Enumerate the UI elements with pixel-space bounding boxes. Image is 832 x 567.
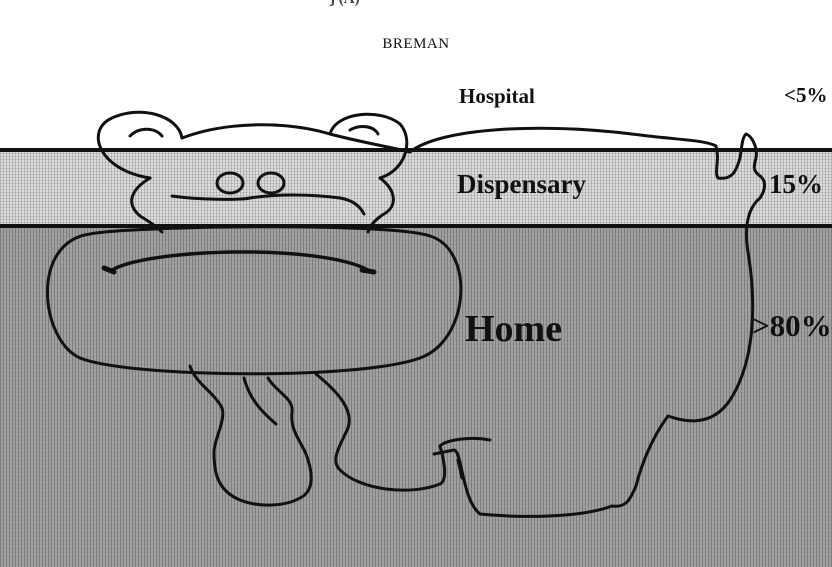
home-percentage: >80% xyxy=(752,308,832,344)
figure-title: BREMAN xyxy=(0,36,832,53)
hospital-dispensary-divider xyxy=(0,148,832,152)
hospital-label: Hospital xyxy=(459,84,535,109)
hippo-right-ear xyxy=(330,114,407,178)
home-label: Home xyxy=(465,307,562,351)
dispensary-label: Dispensary xyxy=(457,169,586,200)
hippo-front-leg-left xyxy=(190,366,311,505)
hippo-left-eye xyxy=(217,173,243,193)
hippo-snout xyxy=(48,227,461,374)
hippo-left-ear xyxy=(98,112,182,178)
hippo-hind-leg xyxy=(434,450,612,516)
dispensary-home-divider xyxy=(0,224,832,228)
hospital-percentage: <5% xyxy=(784,83,827,108)
hippo-front-leg-right xyxy=(316,374,445,490)
hippo-right-eye xyxy=(258,173,284,193)
dispensary-percentage: 15% xyxy=(769,169,823,200)
hippo-mouth xyxy=(112,252,368,270)
